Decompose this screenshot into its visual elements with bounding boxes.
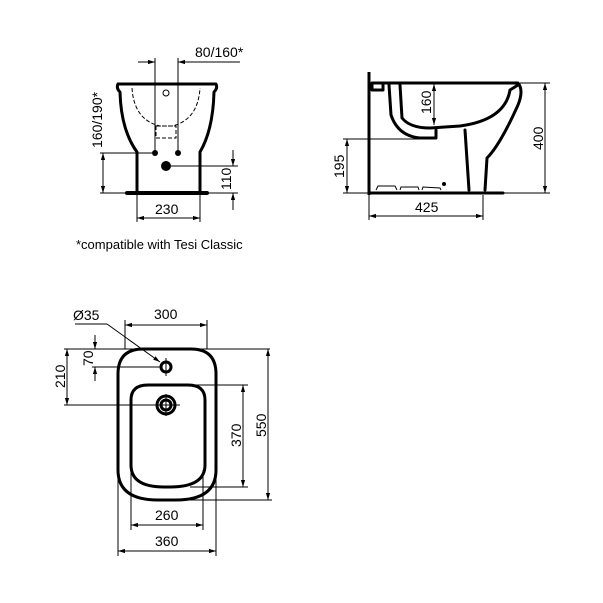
dim-plan-length: 550 bbox=[253, 413, 269, 437]
dim-plan-basin-length: 370 bbox=[228, 423, 244, 447]
dim-front-height-left: 160/190* bbox=[89, 91, 105, 148]
side-view: 400 160 195 425 bbox=[331, 72, 550, 220]
front-view: 80/160* 160/190* 110 230 bbox=[89, 44, 244, 222]
dim-front-height-right: 110 bbox=[218, 167, 234, 190]
dim-plan-width: 360 bbox=[155, 533, 179, 549]
dim-side-outlet-height: 195 bbox=[331, 154, 347, 178]
dim-side-height: 400 bbox=[530, 126, 546, 150]
dim-side-depth: 425 bbox=[415, 199, 439, 215]
dim-plan-hole-spacing: 300 bbox=[154, 306, 178, 322]
dim-front-width: 230 bbox=[155, 201, 179, 217]
dim-side-bowl-depth: 160 bbox=[418, 90, 434, 114]
compatibility-note: *compatible with Tesi Classic bbox=[76, 237, 243, 252]
dim-plan-hole: Ø35 bbox=[73, 307, 100, 323]
dim-front-spacing: 80/160* bbox=[195, 44, 244, 60]
plan-view: Ø35 300 70 210 370 550 260 bbox=[52, 306, 272, 556]
dim-plan-tap-offset: 70 bbox=[80, 350, 96, 366]
dim-plan-basin-width: 260 bbox=[155, 507, 179, 523]
dim-plan-drain-offset: 210 bbox=[52, 364, 68, 388]
